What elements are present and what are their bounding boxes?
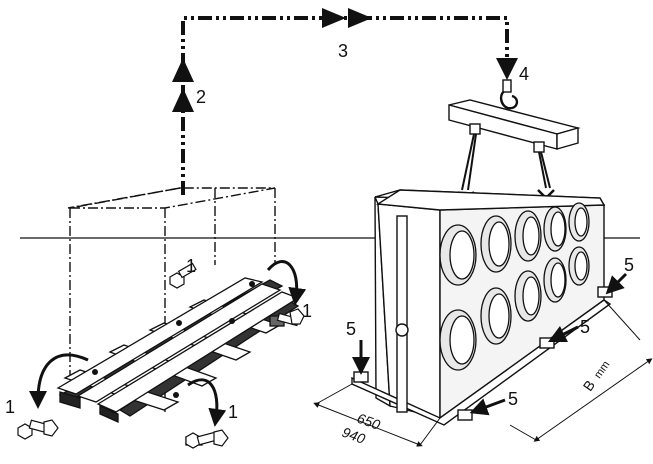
bolt-bottom-left [17,419,59,440]
foot-arrows [352,272,628,416]
pallet [56,277,300,446]
step3-label: 3 [338,41,348,61]
step1-label-top: 1 [186,256,196,276]
dimension-lines [313,299,653,447]
step4-arrowhead [496,58,518,80]
fan [439,224,477,286]
lift-path-arrowheads [172,8,518,112]
step3-arrowhead-left [322,8,346,28]
fan-grid [439,202,590,371]
step2-arrowhead-lower [172,88,194,112]
fan [514,270,542,322]
dimension-650: 650 [355,410,383,433]
step1-label-left: 1 [5,397,15,417]
fan [480,287,512,345]
step5-label-bottom: 5 [508,389,518,409]
step1-label-right: 1 [302,301,312,321]
bolt-top-left [169,262,197,289]
fan [568,202,590,242]
bolt-bottom-right [185,429,229,449]
dimension-b-unit: mm [592,359,612,381]
dimension-b-group: B mm [580,359,613,394]
step4-label: 4 [519,64,529,84]
fan [543,257,567,303]
remove-bolt-arrows [29,260,307,427]
lifting-beam [448,79,581,153]
fan [568,246,590,286]
step5-label-right: 5 [624,255,634,275]
step5-label-left: 5 [346,319,356,339]
dimension-b-label: B [580,377,598,394]
step2-label: 2 [196,87,206,107]
lifting-chains [457,133,555,202]
step3-arrowhead-right [348,8,372,28]
fan [480,215,512,273]
fan [543,206,567,252]
step1-label-bottom: 1 [228,402,238,422]
fan [514,210,542,262]
bolt-right [276,308,305,327]
fan [439,309,477,371]
dimension-940: 940 [340,424,368,447]
step5-label-middle: 5 [580,317,590,337]
pallet-bolt-holes [92,281,255,398]
step2-arrowhead-upper [172,58,194,82]
